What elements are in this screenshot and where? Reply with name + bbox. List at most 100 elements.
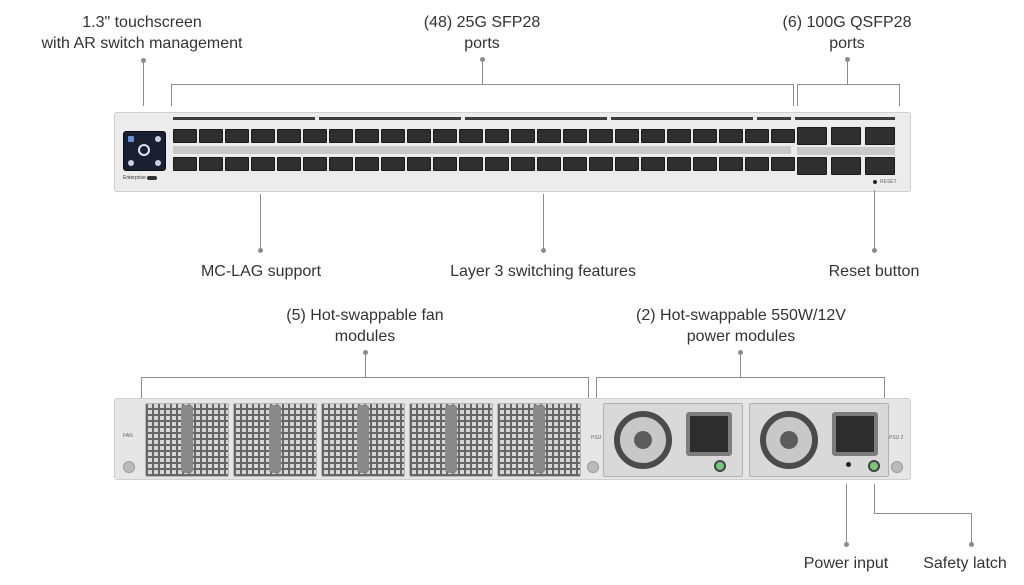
sfp28-port[interactable]: [277, 129, 301, 143]
sfp28-port[interactable]: [407, 129, 431, 143]
touchscreen-display[interactable]: [123, 131, 166, 171]
sfp28-port[interactable]: [485, 129, 509, 143]
power-module-2[interactable]: [749, 403, 889, 477]
sfp28-port[interactable]: [381, 129, 405, 143]
sfp28-port[interactable]: [771, 129, 795, 143]
psu1-status-led: [714, 460, 726, 472]
sfp28-port[interactable]: [563, 157, 587, 171]
sfp28-port[interactable]: [589, 157, 613, 171]
qsfp28-port[interactable]: [865, 127, 895, 145]
qsfp28-port[interactable]: [831, 157, 861, 175]
sfp28-port[interactable]: [719, 157, 743, 171]
layer3-callout: Layer 3 switching features: [450, 263, 636, 280]
enterprise-badge: Enterprise: [123, 175, 158, 181]
sfp28-port[interactable]: [511, 129, 535, 143]
sfp28-bracket-left: [171, 84, 172, 106]
sfp28-port[interactable]: [563, 129, 587, 143]
fan-module-5-handle[interactable]: [533, 405, 545, 473]
sfp28-port[interactable]: [225, 157, 249, 171]
sfp28-port[interactable]: [303, 157, 327, 171]
sfp28-port[interactable]: [173, 157, 197, 171]
power-module-1[interactable]: [603, 403, 743, 477]
touchscreen-callout-line1: 1.3" touchscreen: [82, 14, 202, 31]
sfp28-port[interactable]: [199, 157, 223, 171]
sfp28-port[interactable]: [277, 157, 301, 171]
qsfp28-port[interactable]: [797, 157, 827, 175]
fan-module-1-handle[interactable]: [181, 405, 193, 473]
sfp28-port[interactable]: [641, 129, 665, 143]
sfp28-port[interactable]: [303, 129, 327, 143]
sfp28-port[interactable]: [329, 157, 353, 171]
sfp28-port[interactable]: [329, 129, 353, 143]
qsfp28-port[interactable]: [797, 127, 827, 145]
qsfp28-port[interactable]: [865, 157, 895, 175]
sfp28-port[interactable]: [355, 129, 379, 143]
sfp28-port[interactable]: [433, 129, 457, 143]
qsfp28-callout-line2: ports: [829, 35, 865, 52]
sfp28-port[interactable]: [745, 157, 769, 171]
psu-callout: (2) Hot-swappable 550W/12V power modules: [611, 305, 871, 347]
sfp28-callout-line2: ports: [464, 35, 500, 52]
fans-bracket: [141, 377, 589, 378]
touchscreen-callout: 1.3" touchscreen with AR switch manageme…: [22, 12, 262, 54]
reset-callout: Reset button: [828, 263, 920, 280]
sfp28-port[interactable]: [511, 157, 535, 171]
sfp28-port[interactable]: [225, 129, 249, 143]
qsfp28-bracket-left: [797, 84, 798, 106]
psu-callout-line1: (2) Hot-swappable 550W/12V: [636, 307, 846, 324]
switch-rear-panel: FAN PSU 1 PSU 2: [114, 398, 911, 480]
fan-module-2-handle[interactable]: [269, 405, 281, 473]
qsfp28-port[interactable]: [831, 127, 861, 145]
sfp28-port[interactable]: [485, 157, 509, 171]
sfp28-port[interactable]: [537, 129, 561, 143]
sfp28-port[interactable]: [667, 129, 691, 143]
psu-leader: [740, 353, 741, 377]
touchscreen-settings-icon: [155, 136, 161, 142]
mclag-callout: MC-LAG support: [200, 263, 322, 280]
sfp28-port[interactable]: [745, 129, 769, 143]
sfp28-port[interactable]: [381, 157, 405, 171]
safety-latch-leader-v2: [971, 513, 972, 544]
sfp28-port[interactable]: [693, 157, 717, 171]
sfp28-port[interactable]: [251, 129, 275, 143]
switch-front-panel: Enterprise RESET: [114, 112, 911, 192]
psu2-safety-latch[interactable]: [868, 460, 880, 472]
sfp28-port[interactable]: [719, 129, 743, 143]
sfp28-port-row-bottom: [173, 157, 795, 171]
sfp28-port[interactable]: [693, 129, 717, 143]
sfp28-port[interactable]: [771, 157, 795, 171]
port-group-bar: [611, 117, 753, 120]
sfp28-port[interactable]: [615, 157, 639, 171]
qsfp28-leader: [847, 60, 848, 84]
psu-leader-dot: [738, 350, 743, 355]
sfp28-port[interactable]: [537, 157, 561, 171]
qsfp28-bracket-right: [899, 84, 900, 106]
sfp28-port[interactable]: [641, 157, 665, 171]
touchscreen-leader-dot: [141, 58, 146, 63]
reset-leader-dot: [872, 248, 877, 253]
psu-bracket-right: [884, 377, 885, 399]
sfp28-port[interactable]: [407, 157, 431, 171]
port-led-strip: [173, 146, 791, 154]
psu-bracket-left: [596, 377, 597, 399]
sfp28-port[interactable]: [355, 157, 379, 171]
sfp28-port[interactable]: [173, 129, 197, 143]
fan-module-3-handle[interactable]: [357, 405, 369, 473]
reset-button[interactable]: [873, 180, 877, 184]
fans-leader: [365, 353, 366, 377]
sfp28-port-row-top: [173, 129, 795, 143]
sfp28-port[interactable]: [433, 157, 457, 171]
rear-right-screw-icon: [891, 461, 903, 473]
sfp28-port[interactable]: [589, 129, 613, 143]
sfp28-port[interactable]: [459, 157, 483, 171]
sfp28-port[interactable]: [199, 129, 223, 143]
sfp28-port[interactable]: [615, 129, 639, 143]
sfp28-port[interactable]: [459, 129, 483, 143]
touchscreen-power-icon: [155, 160, 161, 166]
sfp28-port[interactable]: [667, 157, 691, 171]
sfp28-port[interactable]: [251, 157, 275, 171]
port-group-bar: [465, 117, 607, 120]
psu1-power-inlet[interactable]: [686, 412, 732, 456]
fan-module-4-handle[interactable]: [445, 405, 457, 473]
psu2-power-inlet[interactable]: [832, 412, 878, 456]
